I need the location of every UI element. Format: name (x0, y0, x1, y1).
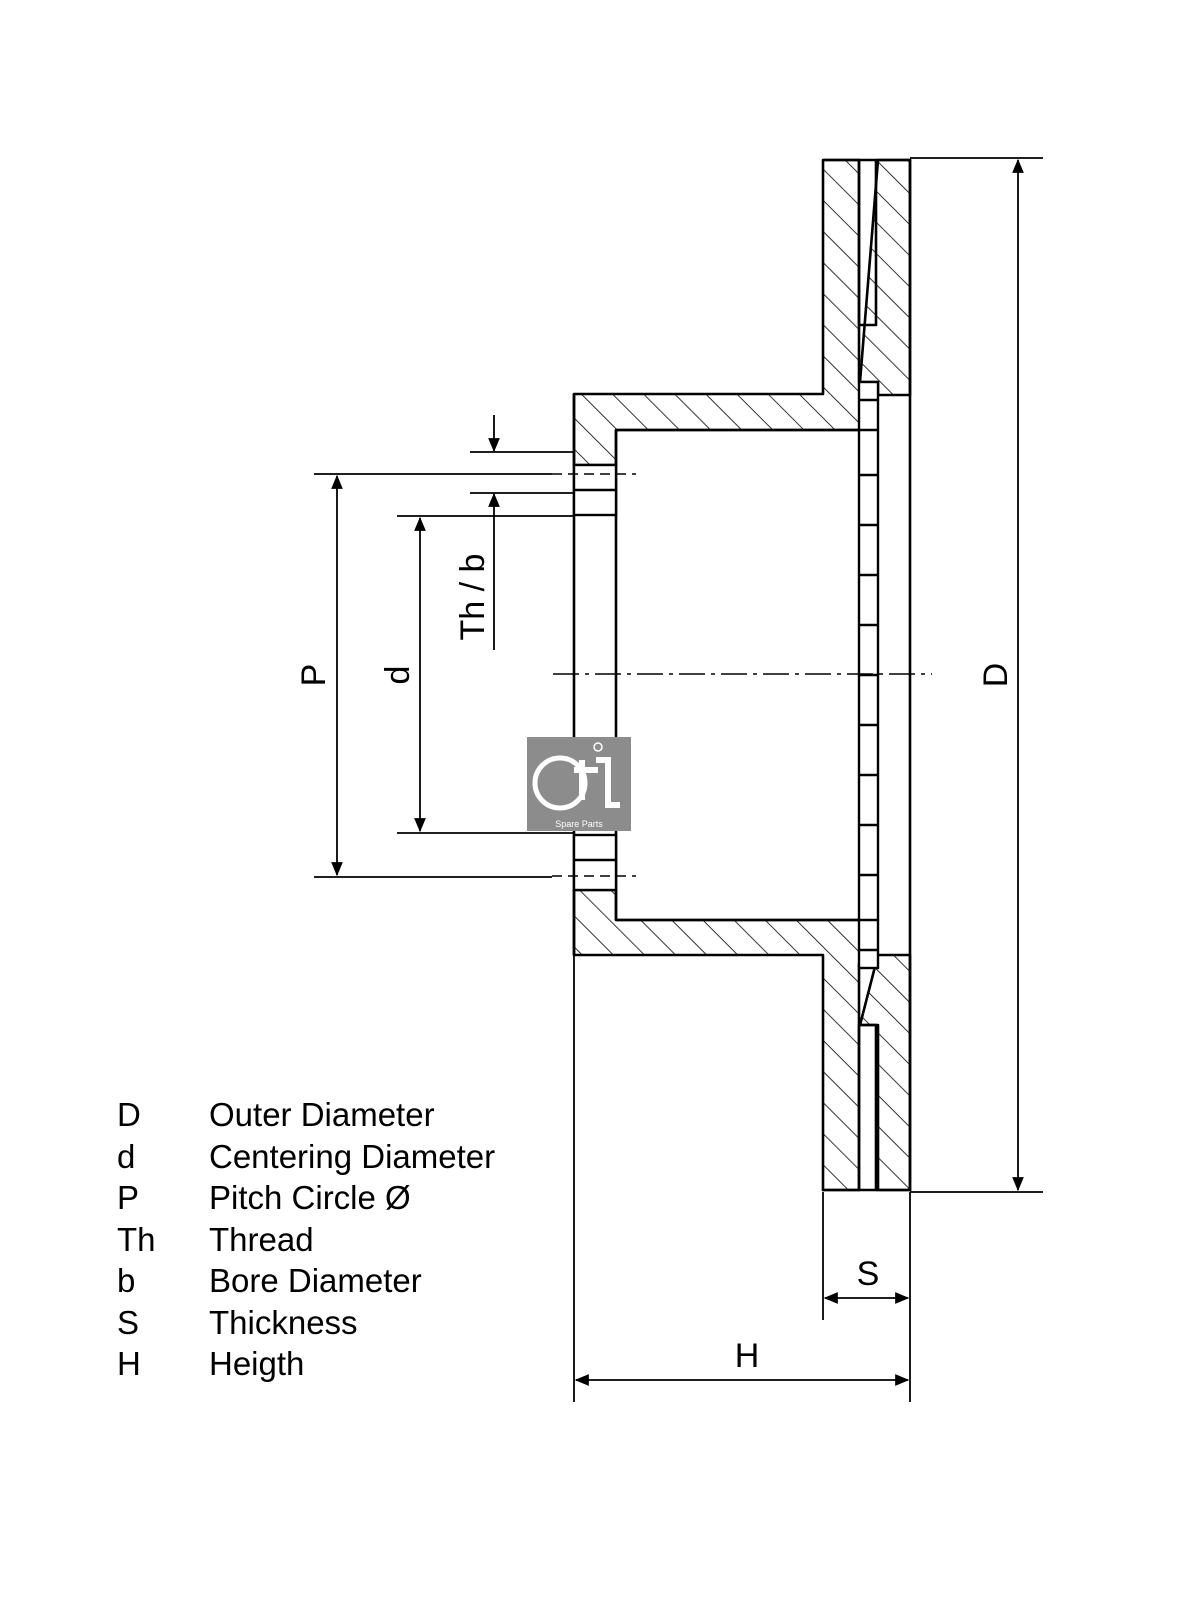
legend-description: Bore Diameter (209, 1262, 422, 1299)
legend-row-b: b Bore Diameter (117, 1260, 495, 1302)
label-P: P (295, 664, 333, 687)
legend-row-P: P Pitch Circle Ø (117, 1177, 495, 1219)
hat-bottom-wall (572, 888, 862, 1192)
logo-text: Spare Parts (555, 819, 603, 829)
bolt-holes (572, 463, 618, 892)
legend-description: Thickness (209, 1303, 358, 1341)
legend-row-H: H Heigth (117, 1343, 495, 1385)
label-D: D (977, 663, 1015, 688)
label-S: S (857, 1255, 880, 1293)
legend-symbol: d (117, 1137, 136, 1175)
legend-row-Th: Th Thread (117, 1219, 495, 1261)
legend-symbol: P (117, 1179, 140, 1216)
inner-ring-bottom (857, 1023, 878, 1192)
outer-plate-bottom (858, 953, 912, 1192)
hat-top-wall (572, 158, 862, 467)
legend-symbol: S (117, 1303, 140, 1341)
legend-symbol: b (117, 1262, 136, 1299)
legend-description: Centering Diameter (209, 1137, 496, 1175)
brand-logo: Spare Parts (527, 737, 631, 831)
legend-symbol: Th (117, 1220, 156, 1258)
legend-row-D: D Outer Diameter (117, 1094, 495, 1136)
legend-symbol: D (117, 1096, 141, 1133)
legend-symbol: H (117, 1345, 141, 1382)
legend: D Outer Diameter d Centering Diameter P Pit… (117, 1094, 495, 1385)
legend-description: Thread (209, 1220, 314, 1258)
outer-plate-top (858, 158, 912, 397)
label-d: d (379, 666, 417, 685)
disc-cross-section (572, 158, 912, 1192)
legend-description: Pitch Circle Ø (209, 1179, 411, 1216)
legend-row-d: d Centering Diameter (117, 1136, 495, 1178)
extension-lines (314, 157, 1043, 1402)
label-Th-b: Th / b (454, 554, 492, 641)
label-H: H (735, 1337, 760, 1375)
center-lines (552, 473, 932, 877)
legend-row-S: S Thickness (117, 1302, 495, 1344)
legend-description: Heigth (209, 1345, 305, 1382)
dimension-lines (331, 158, 1024, 1386)
cooling-vanes (857, 380, 880, 970)
legend-description: Outer Diameter (209, 1096, 435, 1133)
